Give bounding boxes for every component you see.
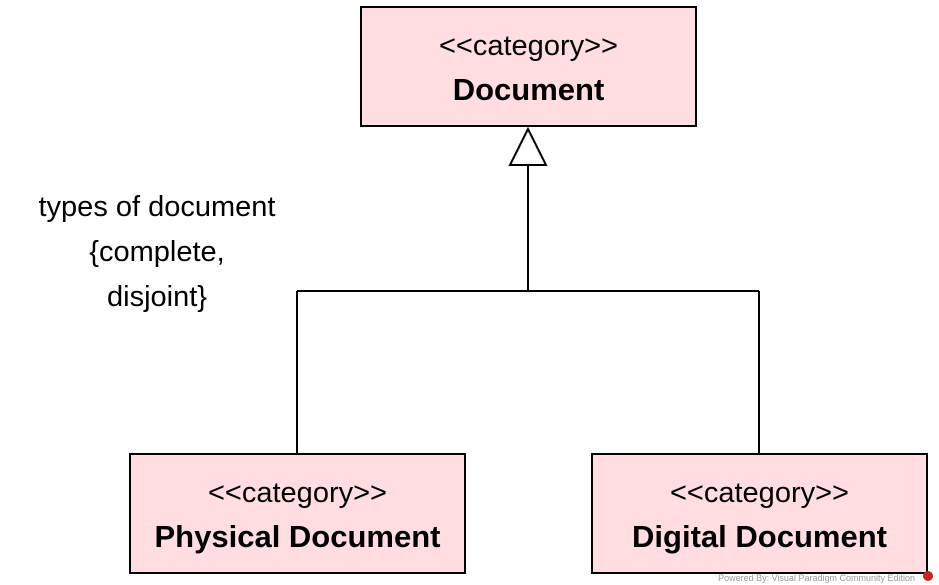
generalization-arrowhead xyxy=(508,126,548,166)
class-name: Digital Document xyxy=(632,519,887,554)
class-document[interactable]: <<category>> Document xyxy=(360,6,697,127)
stereotype-label: <<category>> xyxy=(670,477,849,509)
class-name: Document xyxy=(452,72,605,107)
stereotype-label: <<category>> xyxy=(439,30,618,62)
class-digital-document[interactable]: <<category>> Digital Document xyxy=(591,453,928,574)
visual-paradigm-logo-icon xyxy=(923,571,933,581)
constraint-line: disjoint} xyxy=(107,281,207,313)
powered-by-footer: Powered By: Visual Paradigm Community Ed… xyxy=(718,573,915,583)
constraint-line: {complete, xyxy=(89,236,225,268)
class-name: Physical Document xyxy=(154,519,441,554)
stereotype-label: <<category>> xyxy=(208,477,387,509)
generalization-set-constraint[interactable]: types of document {complete, disjoint} xyxy=(14,185,300,320)
class-physical-document[interactable]: <<category>> Physical Document xyxy=(129,453,466,574)
constraint-line: types of document xyxy=(38,191,276,223)
